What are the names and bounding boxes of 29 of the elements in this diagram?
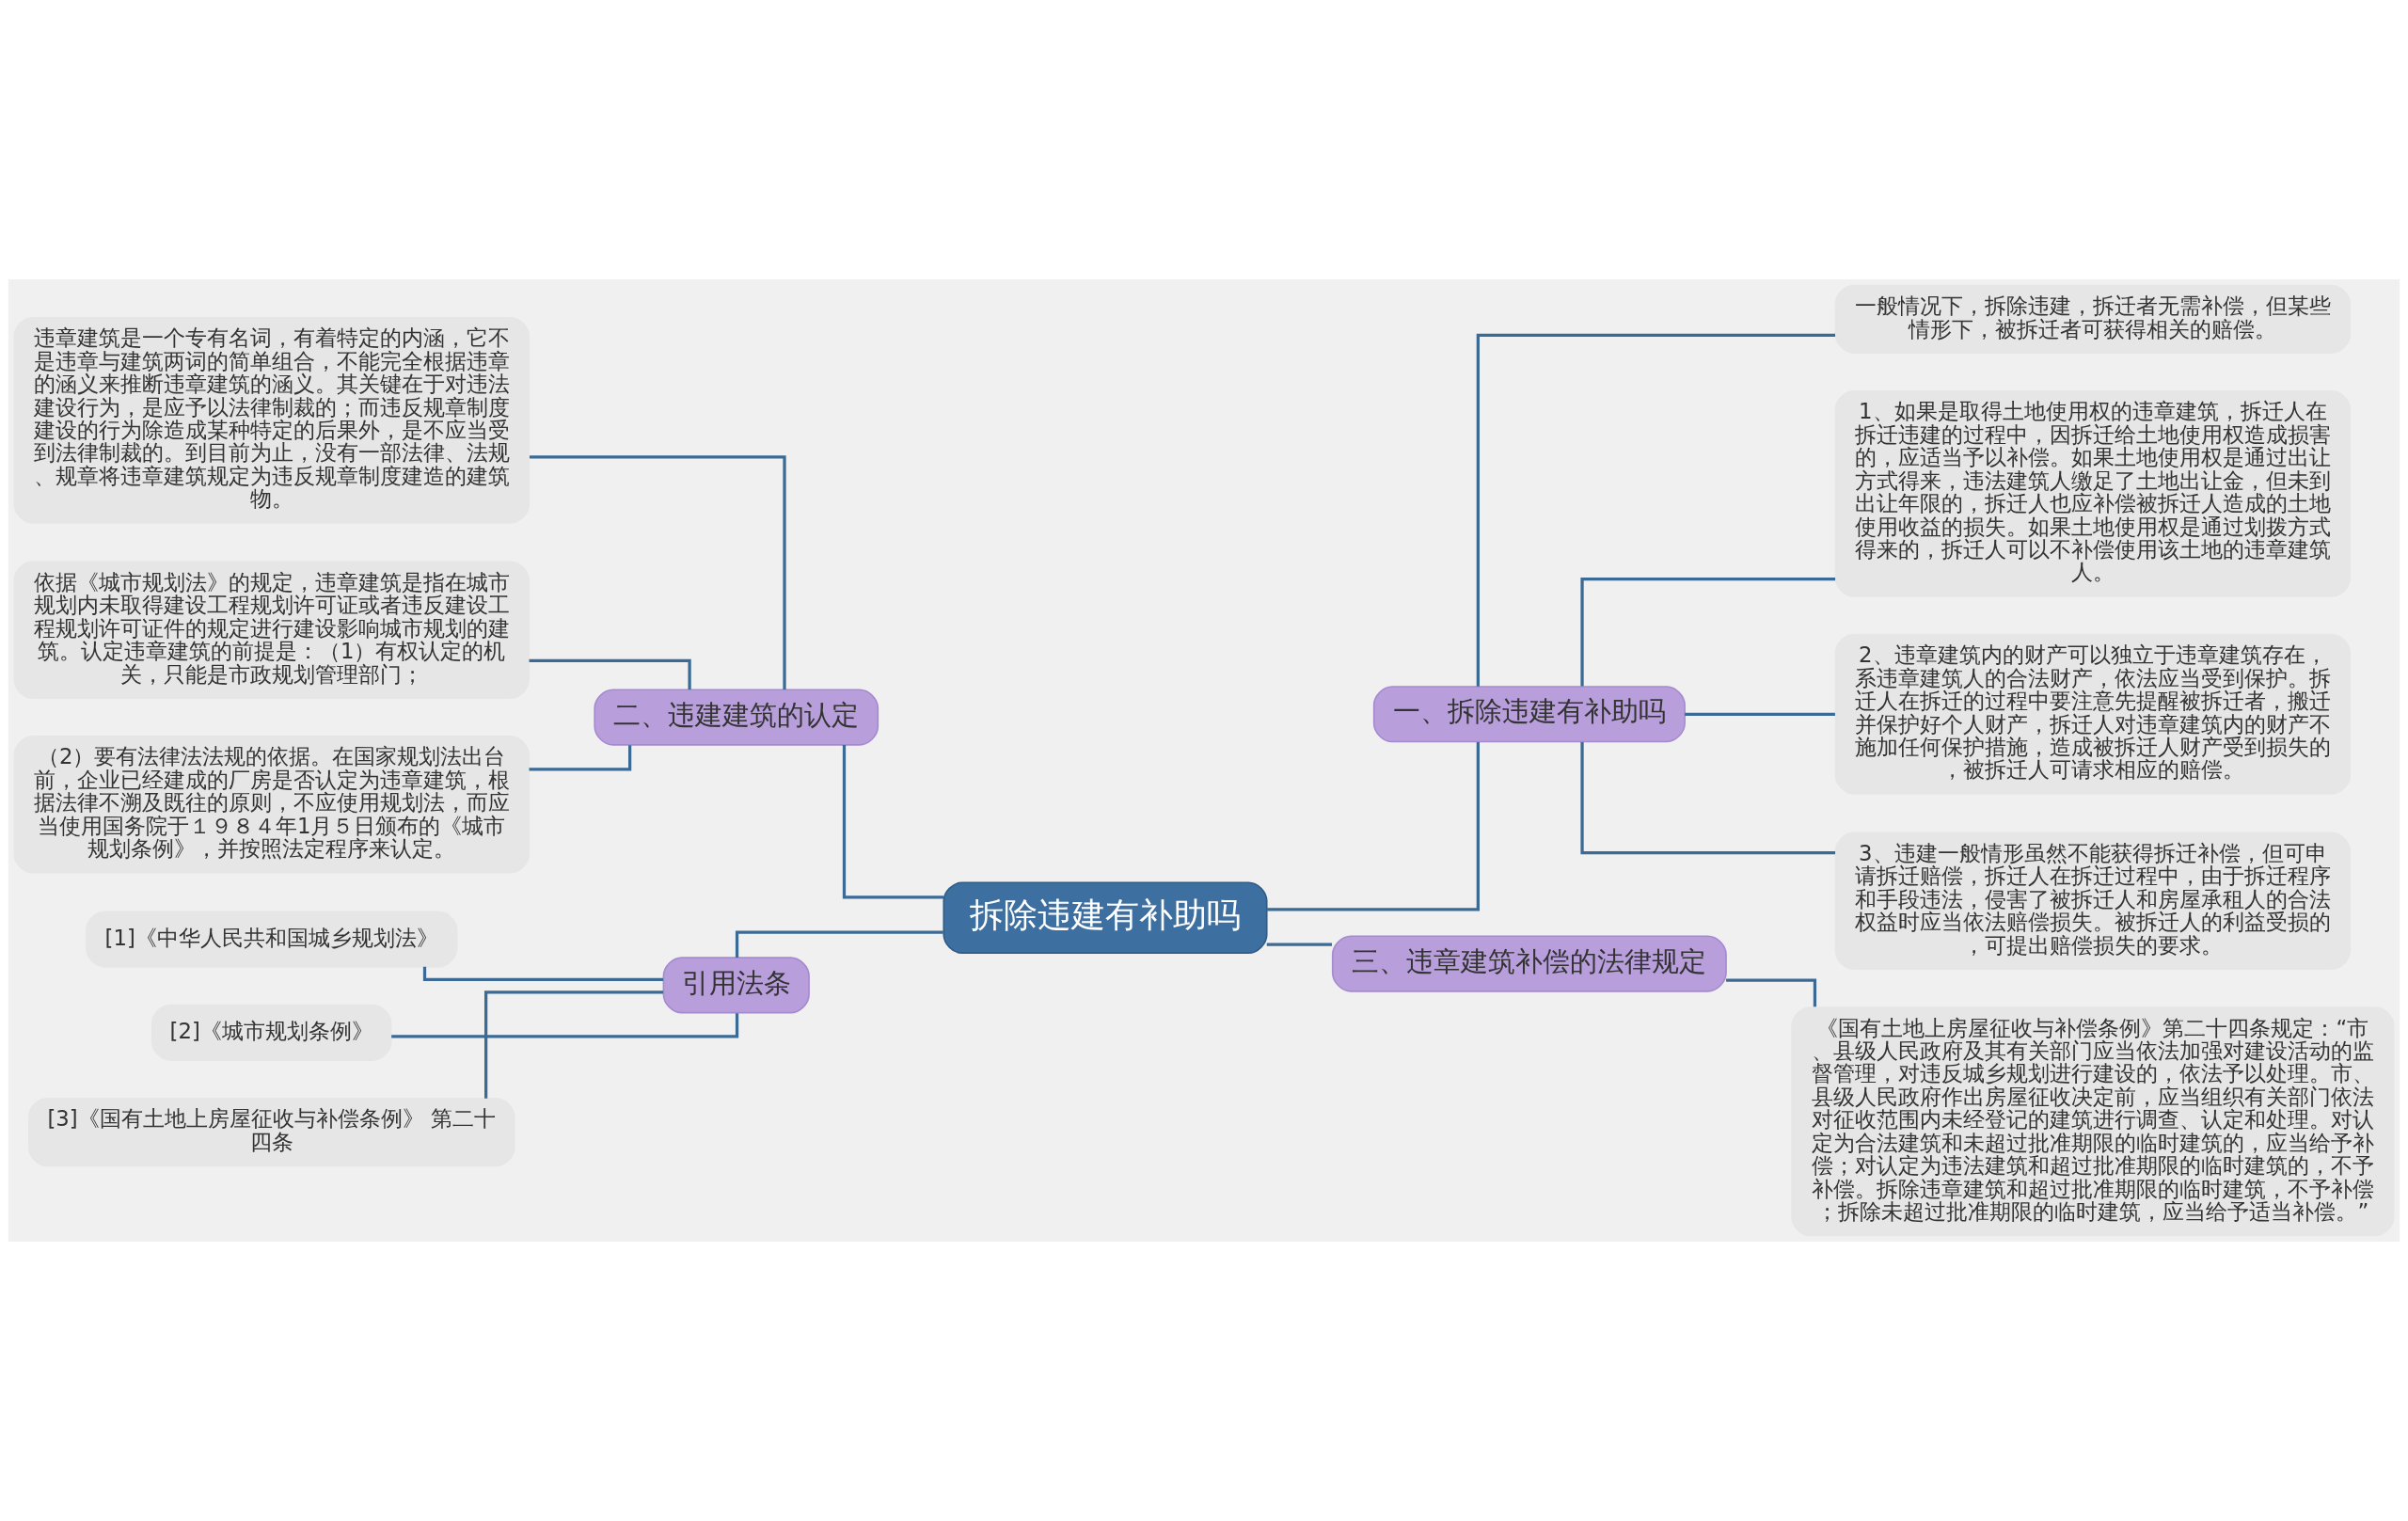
node-box: 三、违章建筑补偿的法律规定 — [1331, 935, 1727, 992]
node-box: 《国有土地上房屋征收与补偿条例》第二十四条规定：“市、县级人民政府及其有关部门应当依法加强对建设活动的监督管理，对违反城乡规划进行建设的，依法予以处理。市、县级人民政府作出房屋征收决定前，应当组织有关部门依法对征收范围内未经登记的建筑进行调查、认定和处理。对认定为合法建筑和未超过批准期限的临时建筑的，应当给予补偿；对认定为违法建筑和超过批准期限的临时建筑的，不予补偿。拆除违章建筑和超过批准期限的临时建筑，不予补偿；拆除未超过批准期限的临时建筑，应当给予适当补偿。” — [1791, 1006, 2395, 1237]
node-box: 1、如果是取得土地使用权的违章建筑，拆迁人在拆迁违建的过程中，因拆迁给土地使用权造成损害的，应适当予以补偿。如果土地使用权是通过出让方式得来，违法建筑人缴足了土地出让金，但未到出让年限的，拆迁人也应补偿被拆迁人造成的土地使用收益的损失。如果土地使用权是通过划拨方式得来的，拆迁人可以不补偿使用该土地的违章建筑人。 — [1834, 390, 2352, 597]
connector — [1266, 943, 1332, 946]
node-box: 一般情况下，拆除违建，拆迁者无需补偿，但某些情形下，被拆迁者可获得相关的赔偿。 — [1834, 284, 2352, 354]
connector — [529, 455, 786, 689]
node-box: （2）要有法律法法规的依据。在国家规划法出台前，企业已经建成的厂房是否认定为违章建筑，根据法律不溯及既往的原则，不应使用规划法，而应当使用国务院于１９８４年1月５日颁布的《城市规划条例》，并按照法定程序来认定。 — [13, 736, 530, 874]
node-box: 拆除违建有补助吗 — [943, 881, 1268, 954]
node-box: 一、拆除违建有补助吗 — [1372, 686, 1686, 743]
node-box: [3]《国有土地上房屋征收与补偿条例》 第二十四条 — [27, 1098, 515, 1167]
connector — [735, 930, 943, 958]
connector — [1685, 712, 1835, 716]
node-box: [1]《中华人民共和国城乡规划法》 — [85, 911, 458, 968]
connector — [484, 990, 664, 1099]
node-box: 依据《城市规划法》的规定，违章建筑是指在城市规划内未取得建设工程规划许可证或者违反建设工程规划许可证件的规定进行建设影响城市规划的建筑。认定违章建筑的前提是：（1）有权认定的机关，只能是市政规划管理部门； — [13, 561, 530, 699]
node-box: 二、违建建筑的认定 — [594, 689, 879, 746]
connector — [1476, 333, 1836, 687]
connector — [391, 1013, 739, 1038]
node-box: 2、违章建筑内的财产可以独立于违章建筑存在，系违章建筑人的合法财产，依法应当受到保护。拆迁人在拆迁的过程中要注意先提醒被拆迁者，搬迁并保护好个人财产，拆迁人对违章建筑内的财产不施加任何保护措施，造成被拆迁人财产受到损失的，被拆迁人可请求相应的赔偿。 — [1834, 633, 2352, 795]
node-box: 引用法条 — [662, 957, 810, 1014]
connector — [842, 745, 944, 899]
connector — [1580, 578, 1836, 687]
connector — [1580, 742, 1836, 855]
node-box: [2]《城市规划条例》 — [150, 1004, 392, 1061]
connector — [422, 966, 664, 982]
node-box: 3、违建一般情形虽然不能获得拆迁补偿，但可申请拆迁赔偿，拆迁人在拆迁过程中，由于拆迁程序和手段违法，侵害了被拆迁人和房屋承租人的合法权益时应当依法赔偿损失。被拆迁人的利益受损的，可提出赔偿损失的要求。 — [1834, 832, 2352, 971]
node-box: 违章建筑是一个专有名词，有着特定的内涵，它不是违章与建筑两词的简单组合，不能完全根据违章的涵义来推断违章建筑的涵义。其关键在于对违法建设行为，是应予以法律制裁的；而违反规章制度建设的行为除造成某种特定的后果外，是不应当受到法律制裁的。到目前为止，没有一部法律、法规、规章将违章建筑规定为违反规章制度建造的建筑物。 — [13, 316, 530, 524]
connector — [1267, 742, 1480, 911]
connector — [529, 745, 632, 771]
